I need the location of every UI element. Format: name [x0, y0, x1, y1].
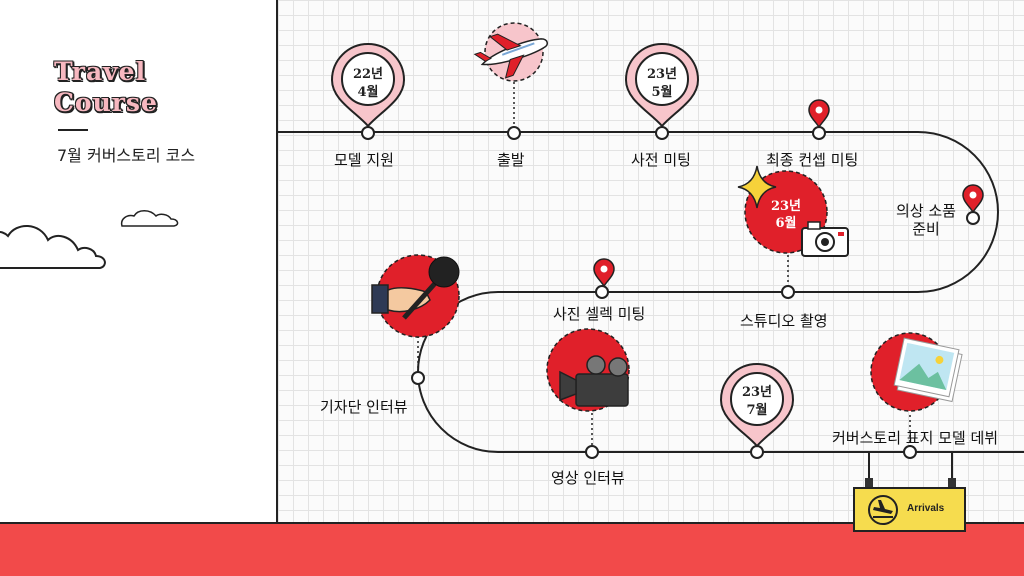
clouds-illustration — [0, 210, 179, 269]
video-camera-icon — [559, 355, 629, 407]
dotted-connectors — [417, 82, 911, 450]
title-divider — [58, 129, 88, 131]
stop-label: 커버스토리 표지 모델 데뷔 — [832, 429, 999, 447]
stop-label: 사전 미팅 — [631, 151, 691, 169]
stop-label: 영상 인터뷰 — [551, 469, 625, 487]
airplane-icon — [473, 33, 548, 79]
arrivals-label: Arrivals — [907, 503, 945, 514]
waypoint-nodes — [361, 126, 980, 459]
stop-label: 최종 컨셉 미팅 — [766, 151, 859, 169]
stop-label: 의상 소품 준비 — [896, 202, 956, 238]
page-title: Travel Course — [54, 56, 158, 118]
pin-month: 5월 — [651, 84, 672, 100]
pin-month: 4월 — [357, 84, 378, 100]
cloud-icon — [120, 210, 179, 227]
arrivals-plane-icon — [868, 495, 898, 525]
page-subtitle: 7월 커버스토리 코스 — [57, 146, 196, 165]
stop-label: 스튜디오 촬영 — [740, 312, 828, 330]
map-pin-icon — [962, 184, 984, 214]
title-line-2: Course — [54, 88, 158, 117]
badge-month: 6월 — [775, 215, 796, 231]
departure-badge — [473, 22, 548, 82]
pin-month: 7월 — [746, 402, 767, 418]
date-pin-2: 23년 5월 — [624, 43, 700, 128]
arrivals-sign: Arrivals — [853, 487, 966, 532]
title-line-1: Travel — [54, 57, 147, 86]
sparkle-icon — [737, 165, 777, 209]
camera-icon — [801, 221, 849, 257]
stop-label: 모델 지원 — [334, 151, 394, 169]
pin-year: 23년 — [647, 67, 677, 82]
badge-year: 23년 — [771, 199, 801, 214]
date-pin-1: 22년 4월 — [330, 43, 406, 128]
map-pin-icon — [593, 258, 615, 288]
cover-debut-badge — [870, 332, 963, 412]
stop-label: 사진 셀렉 미팅 — [553, 305, 646, 323]
microphone-icon — [371, 256, 460, 320]
cloud-icon — [0, 225, 106, 269]
pin-year: 23년 — [742, 385, 772, 400]
pin-year: 22년 — [353, 67, 383, 82]
map-pin-icon — [808, 99, 830, 129]
route-line — [278, 131, 1024, 453]
press-interview-badge — [371, 254, 460, 338]
studio-shoot-badge: 23년 6월 — [737, 165, 849, 257]
video-interview-badge — [546, 328, 630, 412]
date-pin-4: 23년 7월 — [719, 363, 795, 448]
stop-label: 기자단 인터뷰 — [320, 398, 408, 416]
stop-label: 출발 — [497, 151, 525, 169]
photo-icon — [893, 337, 963, 403]
